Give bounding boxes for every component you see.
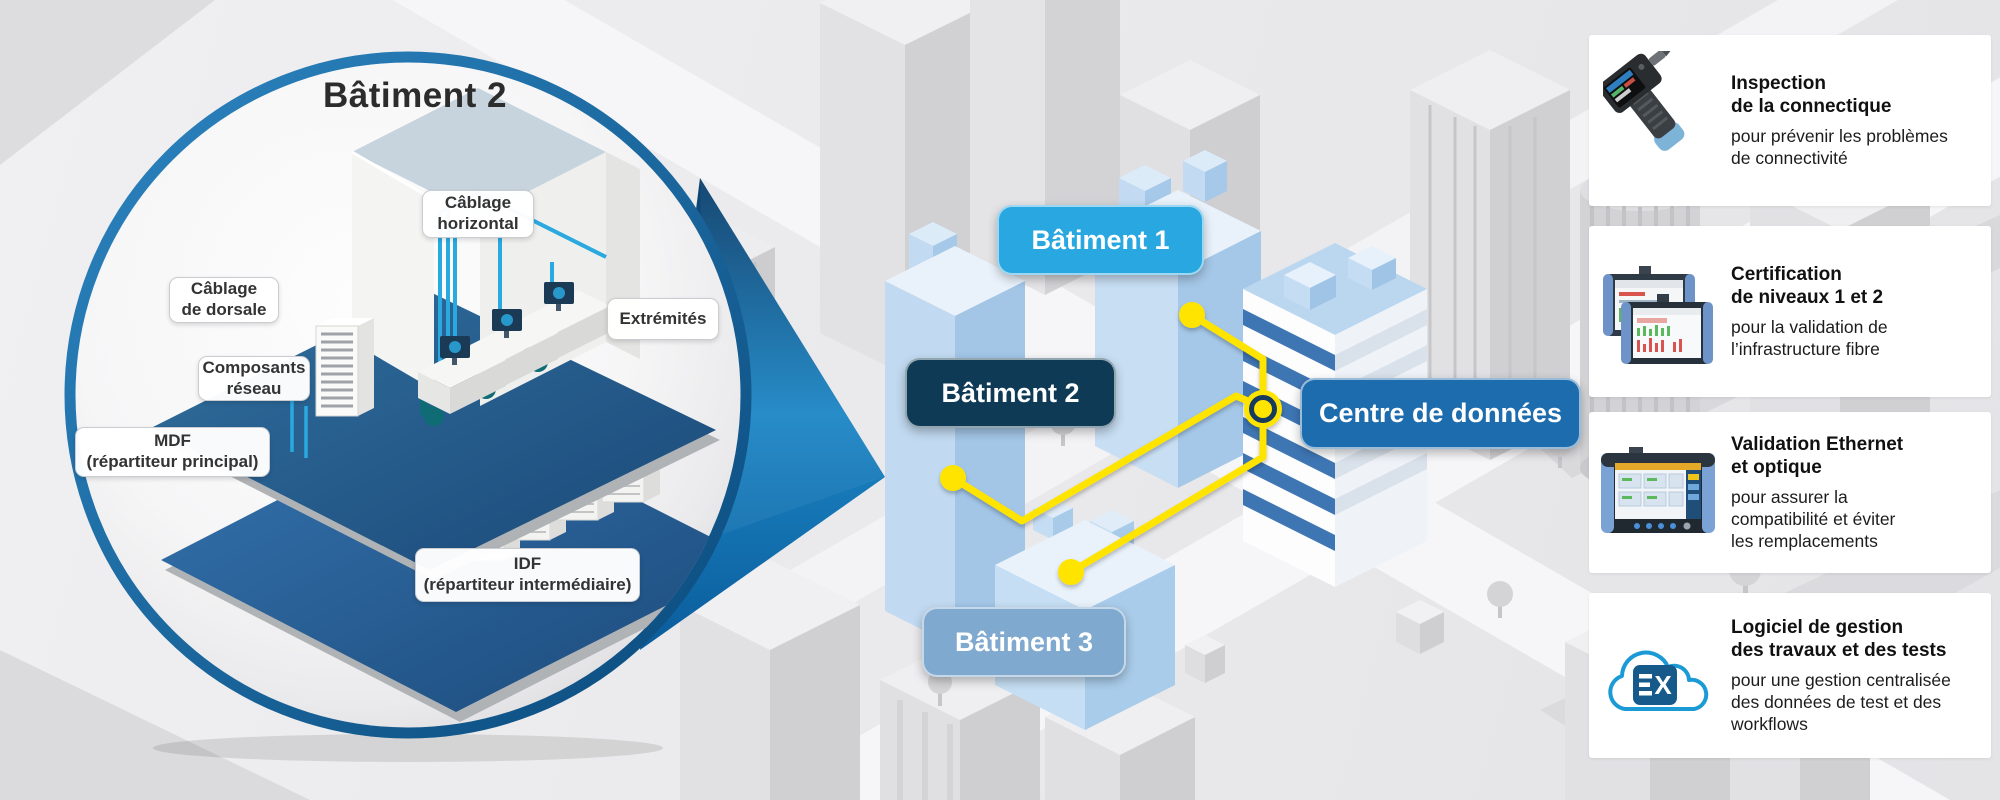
card-validation-ethernet: Validation Ethernet et optique pour assu… [1589,412,1991,573]
card-title: Validation Ethernet et optique [1731,433,1904,478]
product-cards-panel: Inspection de la connectique pour préven… [1589,35,1991,758]
network-rack [315,318,374,417]
label-mdf: MDF (répartiteur principal) [75,427,270,477]
label-cablage-horizontal: Câblage horizontal [422,190,534,238]
card-logiciel-gestion: X Logiciel de gestion des travaux et des… [1589,593,1991,758]
isometric-building-diagram [151,88,741,722]
card-desc: pour une gestion centralisée des données… [1731,670,1951,735]
label-idf: IDF (répartiteur intermédiaire) [415,548,640,602]
card-desc: pour la validation de l’infrastructure f… [1731,317,1888,360]
certification-testers-icon [1599,252,1717,372]
card-title: Certification de niveaux 1 et 2 [1731,263,1884,308]
card-title: Inspection de la connectique [1731,72,1892,117]
inset-title: Bâtiment 2 [323,76,507,115]
building-1-tower [1095,150,1261,488]
card-desc: pour assurer la compatibilité et éviter … [1731,487,1896,552]
fiber-endpoint-building3 [1058,559,1084,585]
datacenter-hub-node [1244,390,1282,428]
card-desc: pour prévenir les problèmes de connectiv… [1731,126,1948,169]
fiber-endpoint-building1 [1179,302,1205,328]
background-accent [0,0,215,165]
card-inspection-connectique: Inspection de la connectique pour préven… [1589,35,1991,206]
mdf-device [269,420,338,489]
workstations [418,282,610,426]
building-2-tower [885,222,1025,646]
map-label-batiment2: Bâtiment 2 [905,358,1116,428]
fiber-endpoint-building2 [940,465,966,491]
ex-logo-x: X [1654,670,1672,700]
card-certification-niveaux: Certification de niveaux 1 et 2 pour la … [1589,226,1991,397]
circle-shadow [153,734,663,762]
fiber-link-building3 [1067,425,1267,576]
fiber-inspection-probe-icon [1599,50,1717,191]
map-label-centre-de-donnees: Centre de données [1300,378,1581,449]
label-composants-reseau: Composants réseau [198,356,310,401]
label-extremites: Extrémités [607,298,719,340]
ethernet-optical-tester-icon [1599,445,1717,541]
ex-logo-bars [1639,673,1652,695]
fiber-link-building1 [1188,311,1267,393]
backbone-cable [290,400,308,458]
card-title: Logiciel de gestion des travaux et des t… [1731,616,1947,661]
idf-server-racks [461,406,660,561]
cloud-ex-icon: X [1599,633,1717,719]
label-cablage-dorsale: Câblage de dorsale [169,277,279,323]
map-label-batiment1: Bâtiment 1 [997,205,1204,275]
inset-circle [64,51,752,739]
office-walls [351,88,640,406]
background-accent [0,650,310,800]
map-label-batiment3: Bâtiment 3 [922,607,1126,677]
